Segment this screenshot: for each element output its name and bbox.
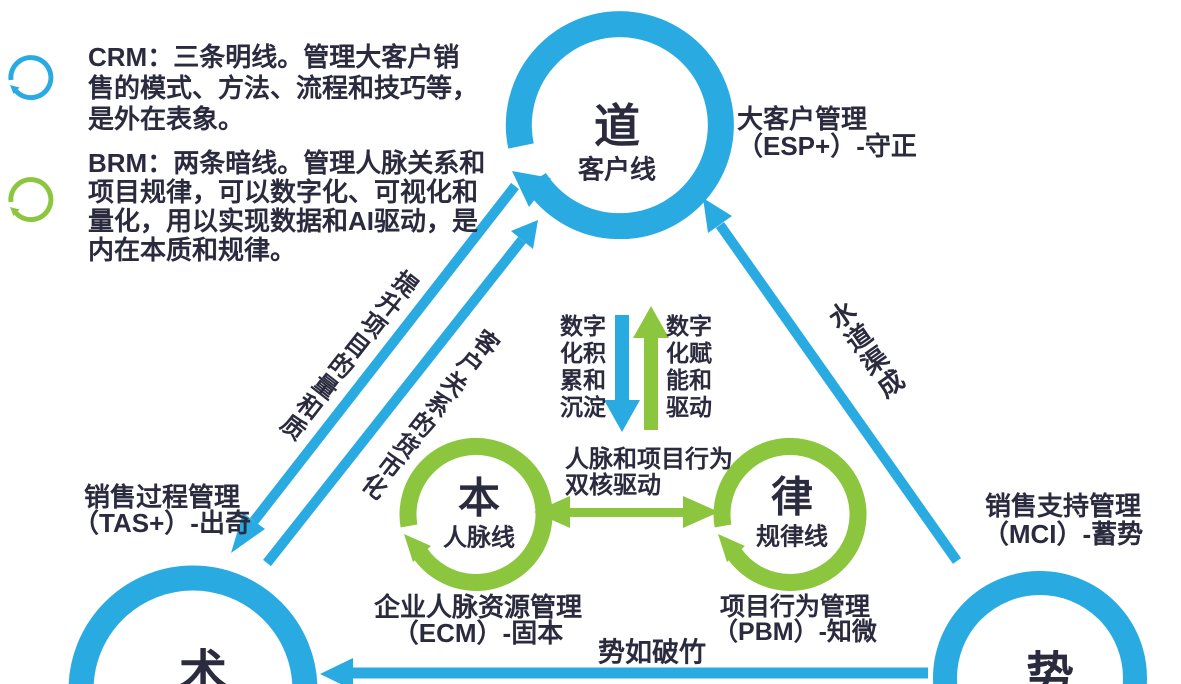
digital-up-label: 数字 化赋 能和 驱动 [666,313,712,421]
crm-note-line: CRM：三条明线。管理大客户销 [88,42,460,72]
shi-label-line2: （MCI）-蓄势 [982,519,1144,549]
lyu-label-line1: 项目行为管理 [719,593,871,621]
dual-core-line2: 双核驱动 [565,472,661,499]
crm-note-line: 是外在表象。 [88,104,245,134]
brm-note-line: 内在本质和规律。 [88,235,297,265]
ben-node-subtitle: 人脉线 [443,524,515,552]
shu-label-line1: 销售过程管理 [83,482,241,512]
brm-note: BRM：两条暗线。管理人脉关系和 项目规律，可以数字化、可视化和 量化，用以实现… [88,149,508,265]
lyu-label-line2: （PBM）-知微 [713,618,877,646]
digital-down-line: 化积 [560,340,606,366]
arrow-shi-to-shu [320,658,928,684]
blue-circular-arrow-icon [8,55,54,101]
arrow-shi-to-dao [703,198,962,564]
brm-note-line: 项目规律，可以数字化、可视化和 [88,177,479,207]
digital-down-arrow [604,315,640,432]
dao-node-subtitle: 客户线 [577,154,657,185]
dao-node-char: 道 [594,100,640,152]
ben-label-line2: （ECM）-固本 [392,618,564,648]
digital-down-line: 数字 [560,313,606,339]
shi-label-line1: 销售支持管理 [984,491,1142,521]
lyu-node-label: 项目行为管理 （PBM）-知微 [713,595,877,645]
crm-note: CRM：三条明线。管理大客户销 售的模式、方法、流程和技巧等， 是外在表象。 [88,42,498,135]
crm-note-line: 售的模式、方法、流程和技巧等， [88,73,479,103]
lyu-ring-circular-arrow [713,437,867,591]
green-circular-arrow-icon [8,177,54,223]
digital-up-arrow [633,306,669,430]
dual-core-label: 人脉和项目行为 双核驱动 [565,447,733,499]
edge-label-shi-to-shu: 势如破竹 [598,637,706,668]
digital-down-line: 累和 [560,367,606,393]
lyu-node-char: 律 [770,473,814,521]
digital-up-line: 数字 [666,313,712,339]
shi-node-label: 销售支持管理 （MCI）-蓄势 [983,492,1143,548]
dual-core-line1: 人脉和项目行为 [565,446,733,473]
shu-ring [68,565,318,684]
digital-down-label: 数字 化积 累和 沉淀 [560,313,606,421]
brm-note-line: BRM：两条暗线。管理人脉关系和 [88,148,486,178]
lyu-node-subtitle: 规律线 [756,523,828,551]
brm-note-line: 量化，用以实现数据和AI驱动，是 [88,206,479,236]
digital-up-line: 化赋 [666,340,712,366]
shu-label-line2: （TAS+）-出奇 [73,508,251,538]
dao-label-line1: 大客户管理 [737,104,868,134]
shu-node-label: 销售过程管理 （TAS+）-出奇 [73,484,251,536]
arrow-shu-to-dao [263,220,538,567]
dual-core-double-arrow [534,496,719,528]
digital-down-line: 沉淀 [560,394,606,420]
ben-node-label: 企业人脉资源管理 （ECM）-固本 [374,594,582,646]
shu-node-char: 术 [178,647,228,684]
ben-ring-circular-arrow [399,437,553,591]
ben-node-char: 本 [457,474,501,522]
arrow-dao-to-shu [231,182,519,553]
ben-label-line1: 企业人脉资源管理 [373,592,583,622]
shi-ring [933,571,1147,684]
digital-up-line: 驱动 [666,394,712,420]
digital-up-line: 能和 [666,367,712,393]
shi-node-char: 势 [1025,649,1075,684]
dao-ring-circular-arrow [505,11,734,240]
dao-node-label: 大客户管理 （ESP+）-守正 [737,106,917,160]
dao-label-line2: （ESP+）-守正 [737,131,917,161]
